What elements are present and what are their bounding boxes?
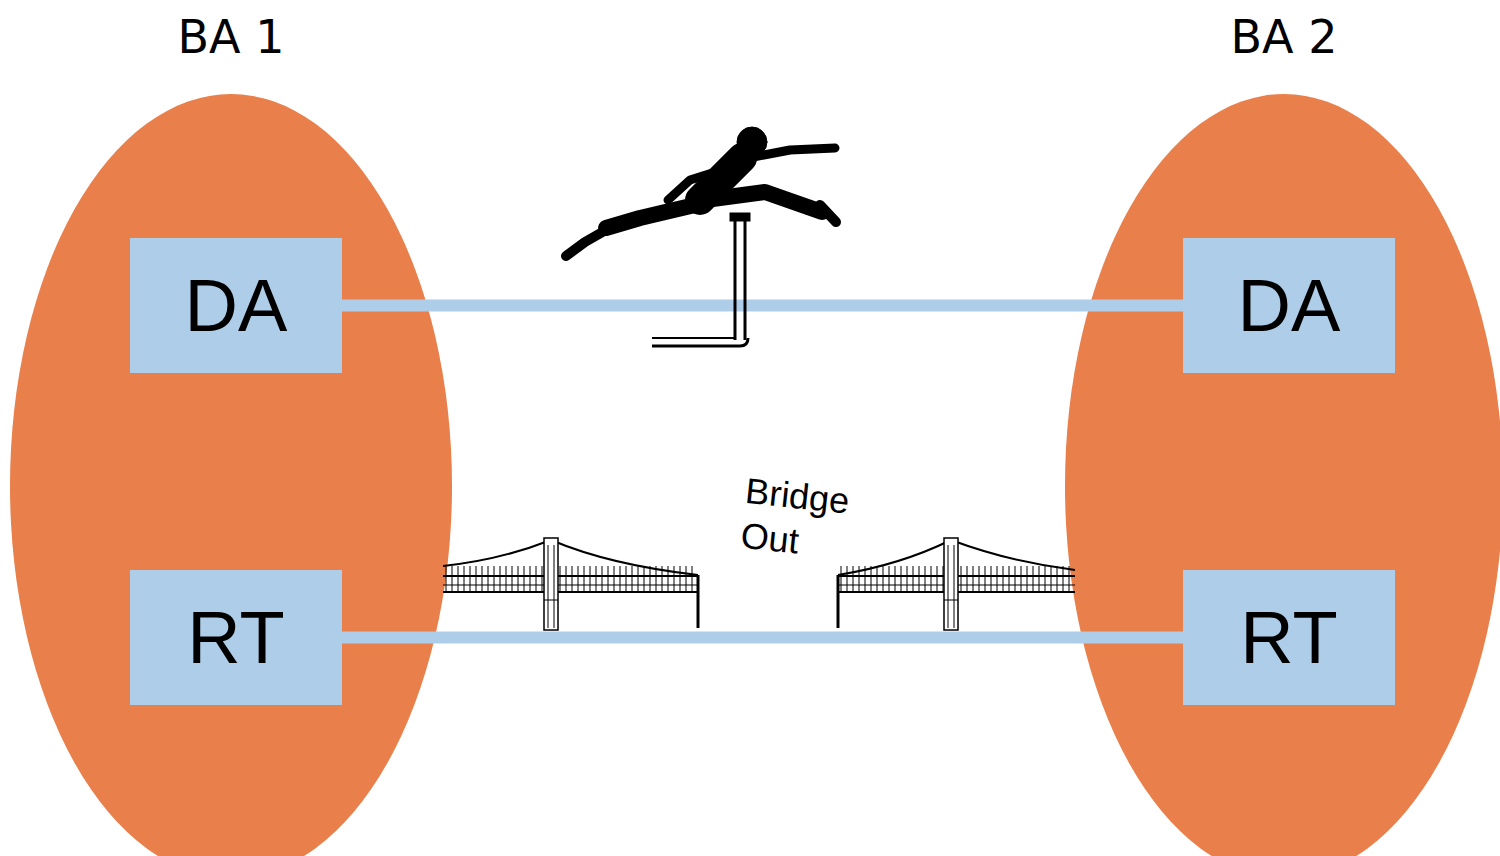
warning-note: Bridge Out <box>739 468 888 572</box>
area-heading: BA 1 <box>10 14 452 60</box>
area-ellipse: BA 1 DA RT <box>10 0 452 856</box>
hurdle-bar <box>730 213 750 221</box>
process-box: DA <box>1183 238 1395 373</box>
connector-group <box>342 637 1183 638</box>
area-ellipse-fill <box>10 94 452 856</box>
hurdler-front-arm <box>738 148 835 160</box>
hurdle-symbol <box>652 213 750 346</box>
box-label: DA <box>1238 269 1341 343</box>
bridge-cable <box>838 540 1075 575</box>
hurdle-post <box>734 221 737 340</box>
process-box: DA <box>130 238 342 373</box>
bridge-break-edge <box>697 575 700 628</box>
hurdler-front-foot <box>820 205 836 222</box>
box-label: DA <box>185 269 288 343</box>
area-heading: BA 2 <box>1063 14 1500 60</box>
hurdle-base <box>652 337 735 339</box>
hurdler-torso <box>700 158 742 200</box>
link-line <box>342 632 1183 644</box>
hurdler-figure <box>566 127 836 256</box>
hurdler-back-arm <box>668 168 728 200</box>
bridge-tower <box>544 545 558 628</box>
area-ellipse-fill <box>1065 94 1500 856</box>
bridge-right-half <box>838 538 1075 630</box>
bridge-cable <box>443 540 698 575</box>
box-label: RT <box>187 601 284 675</box>
bridge-deck <box>443 575 698 577</box>
ellipse-outline <box>10 0 452 856</box>
connector-group <box>342 305 1183 306</box>
bridge-tower <box>544 538 558 630</box>
box-label: RT <box>1240 601 1337 675</box>
ellipse-outline <box>1063 0 1500 856</box>
bridge-left-half <box>443 538 698 630</box>
bridge-deck <box>443 591 698 593</box>
hurdler-front-leg <box>705 192 822 212</box>
process-box: RT <box>130 570 342 705</box>
bridge-deck <box>443 585 698 586</box>
process-box: RT <box>1183 570 1395 705</box>
bridge-deck <box>838 585 1075 586</box>
link-line <box>342 300 1183 312</box>
bridge-tower <box>944 545 958 628</box>
bridge-tower <box>944 538 958 630</box>
bridge-break-edge <box>837 575 840 628</box>
bridge-hangers <box>446 566 692 592</box>
bridge-deck <box>838 575 1075 577</box>
hurdle-base <box>652 338 748 346</box>
hurdler-head <box>737 127 767 157</box>
hurdler-back-foot <box>566 230 606 256</box>
bridge-hangers <box>841 566 1069 592</box>
bridge-deck <box>838 591 1075 593</box>
area-ellipse: BA 2 DA RT <box>1063 0 1500 856</box>
hurdle-post <box>744 221 747 340</box>
hurdler-back-leg <box>606 205 695 228</box>
